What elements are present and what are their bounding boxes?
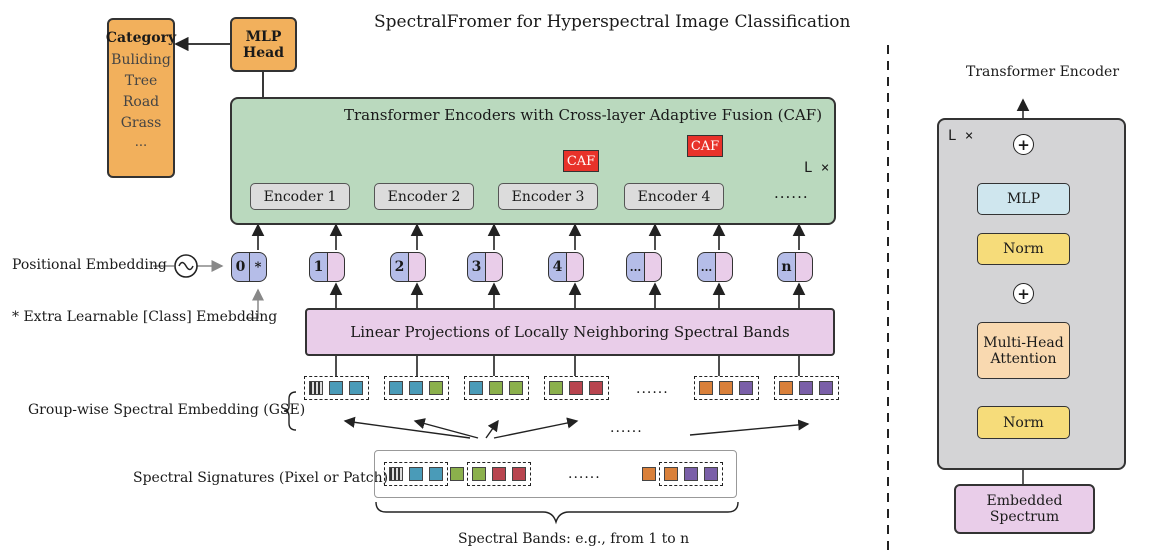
band-square [409,381,423,395]
band-square [429,467,443,481]
mlp-head-line1: MLP [245,28,282,45]
token-index: 2 [390,252,409,282]
band-square [684,467,698,481]
band-square [429,381,443,395]
gse-group-border [774,376,839,400]
band-square [642,467,656,481]
signature-ellipsis: ...... [568,466,601,482]
band-square [664,467,678,481]
attention-line1: Multi-Head [983,334,1064,351]
band-square [472,467,486,481]
band-square [512,467,526,481]
token-body [796,252,813,282]
token-body [328,252,345,282]
category-item: Grass [120,115,162,131]
band-square [409,467,423,481]
embedded-spectrum-box: Embedded Spectrum [954,484,1095,534]
token-body [486,252,503,282]
spectral-signature-strip [374,450,737,498]
multi-head-attention-block: Multi-Head Attention [977,322,1070,379]
band-square [469,381,483,395]
encoder-3: Encoder 3 [498,183,598,210]
signature-group-border [659,462,723,486]
gse-group-border [694,376,759,400]
mlp-head-line2: Head [243,44,284,61]
mlp-head-box: MLP Head [230,17,297,72]
band-square [389,381,403,395]
category-item: Road [122,94,160,110]
token-body [716,252,733,282]
token-index: 0 [231,252,250,282]
signature-group-border [467,462,531,486]
token-index: 3 [467,252,486,282]
encoder-1: Encoder 1 [250,183,350,210]
signatures-label: Spectral Signatures (Pixel or Patch) [133,470,389,486]
right-panel-repeat: L × [948,128,974,144]
attention-line2: Attention [990,350,1057,367]
band-square [329,381,343,395]
encoders-repeat: L × [804,160,830,176]
band-square [569,381,583,395]
positional-embedding-label: Positional Embedding [12,257,167,273]
caf-module-1: CAF [563,150,599,172]
band-square [779,381,793,395]
add-icon-top: + [1013,134,1034,155]
gse-group-border [304,376,369,400]
category-item: ... [134,135,148,150]
add-icon-bottom: + [1013,283,1034,304]
band-square [719,381,733,395]
gse-group-border [464,376,529,400]
norm-block-top: Norm [977,233,1070,265]
category-box: Category Buliding Tree Road Grass ... [105,18,177,178]
band-square [699,381,713,395]
gse-ellipsis-bottom: ...... [610,420,643,436]
gse-ellipsis: ...... [636,381,669,397]
token-body [645,252,662,282]
category-item: Buliding [111,52,171,68]
band-square [799,381,813,395]
encoders-block-title: Transformer Encoders with Cross-layer Ad… [344,106,823,124]
linear-projection-box: Linear Projections of Locally Neighborin… [305,308,835,356]
band-square [492,467,506,481]
encoder-4: Encoder 4 [624,183,724,210]
category-heading: Category [105,30,177,46]
encoder-2: Encoder 2 [374,183,474,210]
caf-module-2: CAF [687,135,723,157]
right-panel-title: Transformer Encoder [966,64,1120,80]
gse-group-border [384,376,449,400]
token-body [409,252,426,282]
diagram-title: SpectralFromer for Hyperspectral Image C… [374,12,851,32]
token-index: 1 [309,252,328,282]
band-square [450,467,464,481]
mlp-block: MLP [977,183,1070,215]
band-square [739,381,753,395]
band-square [509,381,523,395]
extra-token-label: * Extra Learnable [Class] Emebdding [12,309,278,325]
spectral-bands-label: Spectral Bands: e.g., from 1 to n [458,531,690,547]
token-index: ... [626,252,645,282]
class-token-star: * [250,252,267,282]
band-square [819,381,833,395]
norm-block-bottom: Norm [977,406,1070,439]
band-square [549,381,563,395]
band-square [589,381,603,395]
signature-group-border [384,462,448,486]
band-square [704,467,718,481]
pixel-image [389,467,403,481]
token-index: 4 [548,252,567,282]
gse-group-border [544,376,609,400]
encoders-ellipsis: ...... [774,184,809,202]
token-index: ... [697,252,716,282]
band-square [349,381,363,395]
gse-label: Group-wise Spectral Embedding (GSE) [28,402,306,418]
token-index: n [777,252,796,282]
band-square [489,381,503,395]
category-item: Tree [124,73,158,89]
pixel-image [309,381,323,395]
token-body [567,252,584,282]
